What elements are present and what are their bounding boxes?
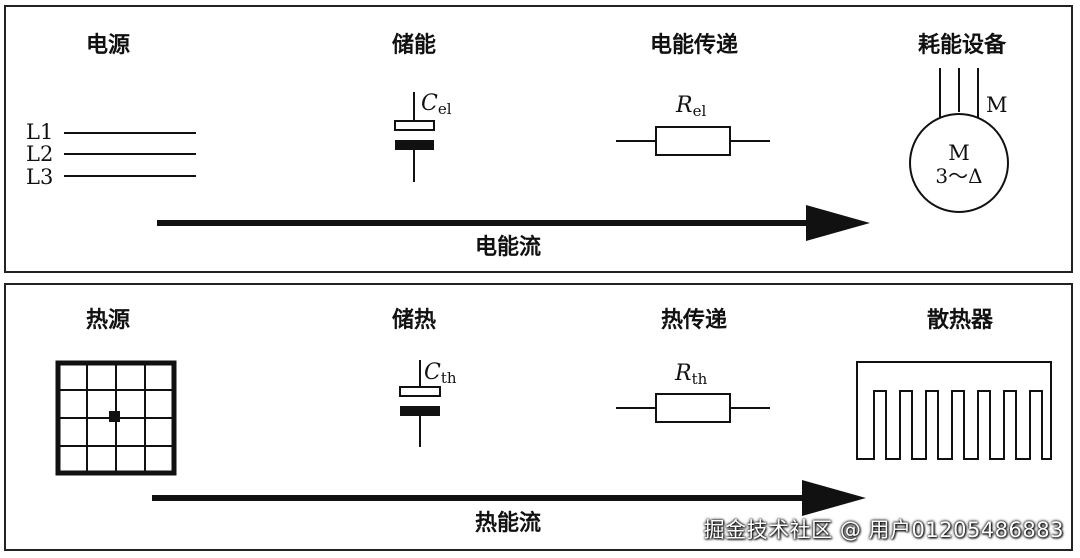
electric-transfer-title: 电能传递	[650, 32, 738, 58]
electric-capacitor-symbol: Cel	[394, 91, 452, 182]
thermal-flow-label: 热能流	[475, 510, 541, 536]
watermark-text: 掘金技术社区 @ 用户01205486883	[703, 518, 1064, 542]
thermal-transfer-title: 热传递	[661, 307, 727, 333]
electric-capacitor-label: Cel	[421, 91, 452, 118]
electric-flow-arrow	[157, 205, 870, 241]
line-l1-label: L1	[26, 120, 53, 144]
thermal-flow-arrow	[152, 480, 866, 516]
thermal-resistor-label: Rth	[674, 361, 708, 388]
electric-storage-title: 储能	[392, 32, 436, 58]
electric-resistor-symbol: Rel	[616, 93, 770, 156]
motor-label-line1: M	[948, 141, 970, 165]
electric-source-title: 电源	[86, 33, 130, 58]
electric-resistor-label: Rel	[675, 93, 706, 120]
heat-source-symbol	[55, 360, 177, 476]
electric-consumer-title: 耗能设备	[918, 32, 1007, 58]
thermal-storage-title: 储热	[392, 307, 436, 333]
thermal-capacitor-symbol: Cth	[399, 360, 457, 447]
thermal-sink-title: 散热器	[927, 307, 994, 333]
line-l2-label: L2	[26, 142, 53, 166]
line-l3-label: L3	[26, 165, 53, 189]
electric-flow-label: 电能流	[475, 234, 541, 260]
electric-panel-frame	[4, 5, 1073, 273]
three-phase-lines: L1 L2 L3	[26, 120, 196, 189]
heat-sink-symbol	[856, 361, 1052, 460]
motor-wire-label: M	[986, 93, 1008, 117]
motor-label-line2: 3～Δ	[935, 164, 982, 188]
motor-symbol: M M 3～Δ	[909, 68, 1009, 213]
thermal-resistor-symbol: Rth	[616, 361, 770, 423]
thermal-source-title: 热源	[86, 307, 130, 333]
thermal-capacitor-label: Cth	[424, 360, 457, 387]
thermal-panel-frame	[4, 283, 1073, 551]
